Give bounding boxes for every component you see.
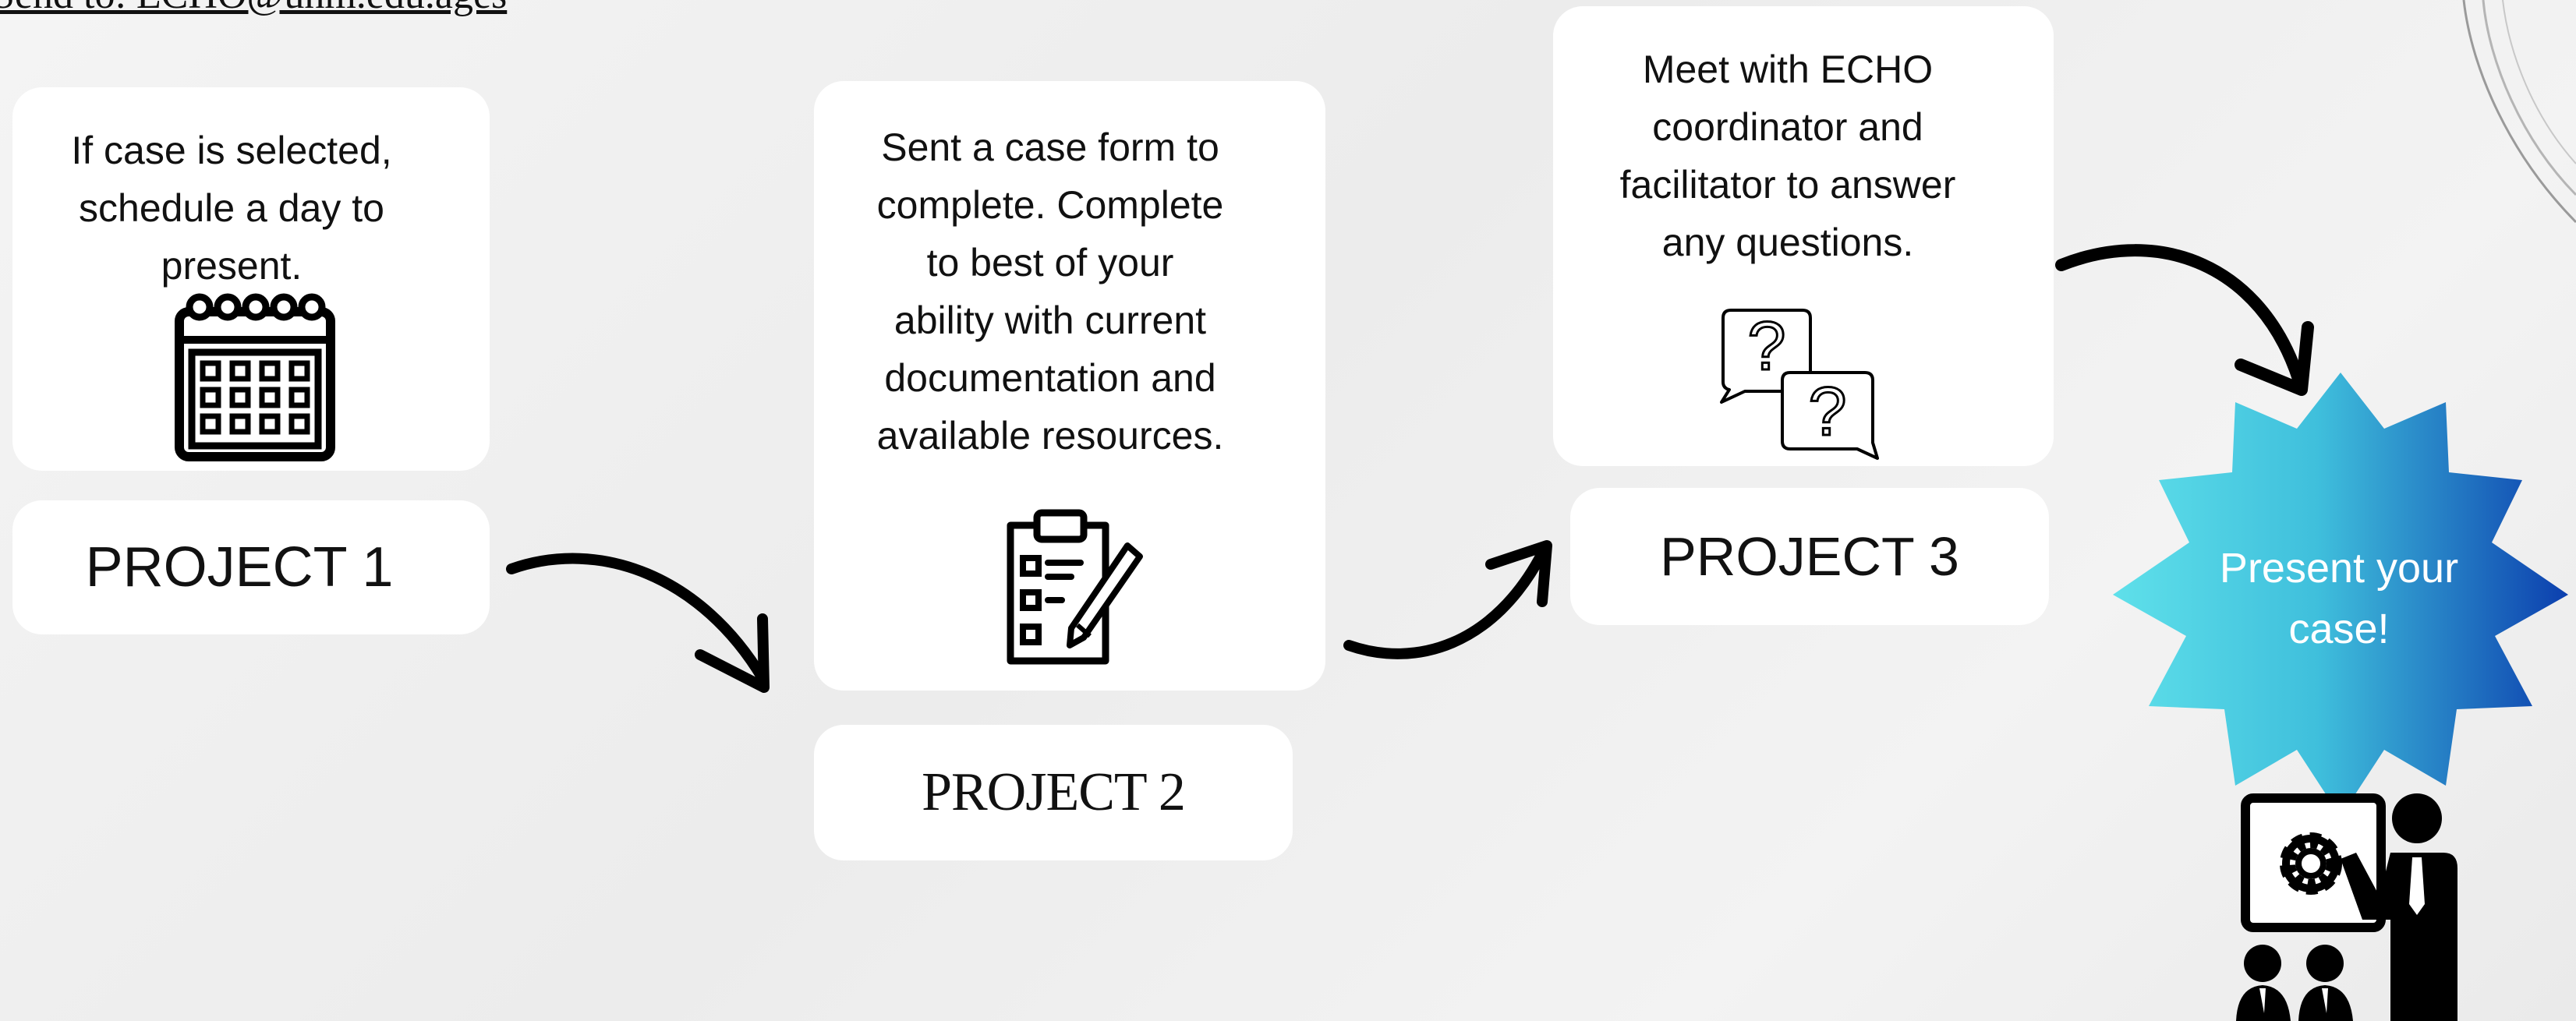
arrow-step3-to-final-icon [2055, 244, 2314, 396]
calendar-icon [175, 293, 335, 461]
step-2-label: PROJECT 2 [922, 762, 1186, 822]
step-3-label-card: PROJECT 3 [1570, 488, 2049, 625]
step-3-description: Meet with ECHO coordinator and facilitat… [1619, 48, 1956, 264]
decorative-swoosh-icon [2462, 0, 2576, 224]
step-2-description: Sent a case form to complete. Complete t… [876, 125, 1224, 458]
svg-text:?: ? [1748, 307, 1786, 384]
checklist-pencil-icon [1007, 509, 1143, 665]
present-case-text: Present your case! [2219, 545, 2459, 652]
step-3-label: PROJECT 3 [1660, 526, 1959, 587]
step-2-description-card: Sent a case form to complete. Complete t… [814, 81, 1325, 691]
arrow-step1-to-step2-icon [506, 553, 770, 693]
step-1-description: If case is selected, schedule a day to p… [71, 129, 392, 288]
question-bubbles-icon: ? ? [1720, 306, 1879, 460]
step-1-description-card: If case is selected, schedule a day to p… [12, 87, 490, 471]
step-2-label-card: PROJECT 2 [814, 725, 1293, 860]
svg-text:?: ? [1809, 373, 1847, 450]
step-3-description-card: Meet with ECHO coordinator and facilitat… [1553, 6, 2054, 466]
header-cut-text: Send to: ECHO@unm.edu.ages [0, 0, 507, 18]
arrow-step2-to-step3-icon [1343, 540, 1552, 659]
step-1-label-card: PROJECT 1 [12, 500, 490, 634]
presenter-audience-icon [2236, 793, 2457, 1021]
present-case-starburst [2113, 373, 2568, 817]
step-1-label: PROJECT 1 [85, 536, 394, 599]
